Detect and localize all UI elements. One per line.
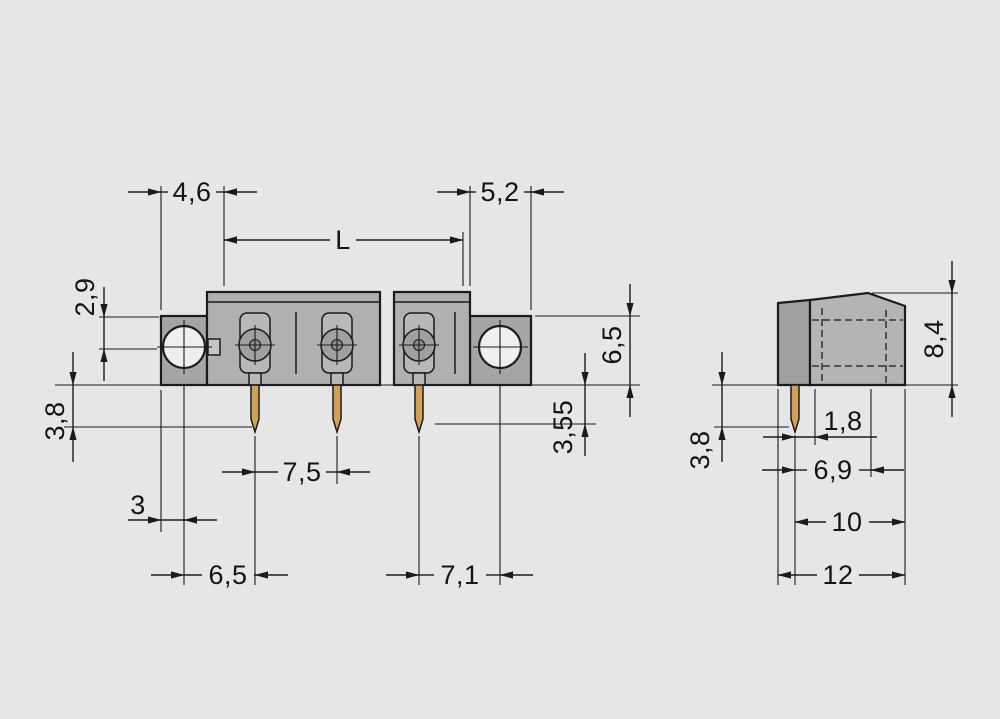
side-flange-plate <box>776 298 812 387</box>
side-view <box>776 291 907 435</box>
dim-front-pin-to-hole-71: 7,1 <box>386 560 533 590</box>
dim-front-total-length-L: L <box>223 225 464 255</box>
dim-side-pin-length-38: 3,8 <box>685 352 726 470</box>
front-view <box>157 290 533 435</box>
dim-label-7-1: 7,1 <box>440 560 479 590</box>
pin-cell-3 <box>399 312 439 386</box>
dim-front-pin-355: 3,55 <box>548 353 589 456</box>
dim-front-pin-length-38: 3,8 <box>40 352 77 462</box>
dim-label-6-5-height: 6,5 <box>597 325 627 364</box>
mounting-hole-left <box>157 320 212 374</box>
dim-label-L: L <box>335 225 351 255</box>
dim-label-3-55: 3,55 <box>548 400 578 455</box>
pin-3 <box>414 384 424 435</box>
dim-front-hole-to-pin-65: 6,5 <box>151 560 288 590</box>
body-left-section <box>205 290 382 387</box>
dim-side-pin-offset-18: 1,8 <box>763 406 877 441</box>
pin-side <box>790 384 800 435</box>
dim-label-4-6: 4,6 <box>172 177 211 207</box>
mounting-hole-right <box>473 320 528 374</box>
dim-side-depth-12: 12 <box>777 560 906 590</box>
side-body-block <box>808 291 907 387</box>
dim-label-10: 10 <box>831 507 862 537</box>
dim-label-2-9: 2,9 <box>70 277 100 316</box>
dim-label-3-8: 3,8 <box>40 401 70 440</box>
pin-base <box>412 372 426 386</box>
dim-label-1-8: 1,8 <box>823 406 862 436</box>
dim-side-depth-69: 6,9 <box>762 455 904 485</box>
pin-2 <box>332 384 342 435</box>
pin-1 <box>250 384 260 435</box>
pin-base <box>248 372 262 386</box>
dim-label-6-9: 6,9 <box>813 455 852 485</box>
dim-front-flange-width-46: 4,6 <box>128 177 257 207</box>
dim-front-edge-offset-3: 3 <box>128 490 217 524</box>
dim-label-3: 3 <box>130 490 146 520</box>
dim-label-6-5-span: 6,5 <box>208 560 247 590</box>
dim-label-3-8-side: 3,8 <box>685 430 715 469</box>
dim-side-depth-10: 10 <box>794 507 906 537</box>
pin-base <box>330 372 344 386</box>
dim-label-12: 12 <box>822 560 853 590</box>
dim-label-8-4: 8,4 <box>919 319 949 358</box>
dim-label-5-2: 5,2 <box>480 177 519 207</box>
dim-front-pin-pitch-75: 7,5 <box>222 457 370 487</box>
pin-cell-2 <box>317 312 357 386</box>
dim-side-height-84: 8,4 <box>919 261 956 417</box>
dim-front-body-height-65: 6,5 <box>597 284 634 417</box>
dim-front-hole-offset-29: 2,9 <box>70 277 108 381</box>
dim-front-flange-width-52: 5,2 <box>437 177 564 207</box>
pin-cell-1 <box>235 312 275 386</box>
dim-label-7-5: 7,5 <box>282 457 321 487</box>
